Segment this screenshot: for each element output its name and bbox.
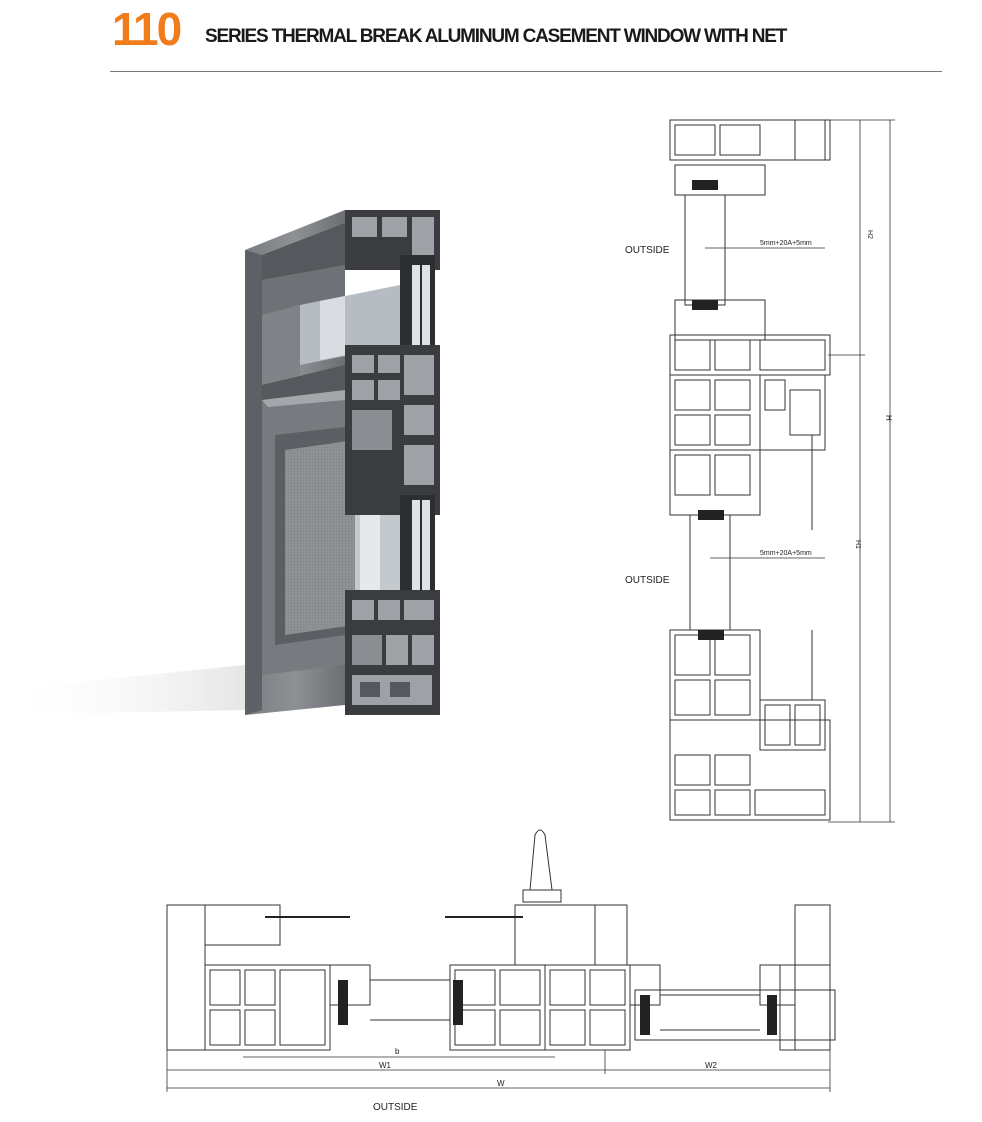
profile-cross-section (345, 210, 440, 715)
dim-w1-label: W1 (379, 1061, 392, 1070)
horizontal-section-drawing: b W1 W2 W OUTSIDE (166, 829, 836, 1113)
glass-spec-bottom: 5mm+20A+5mm (760, 550, 812, 557)
vertical-section-drawing: OUTSIDE OUTSIDE 5mm+20A+5mm 5mm+20A+5mm … (625, 119, 895, 823)
dim-b-label: b (395, 1047, 400, 1056)
handle (529, 829, 553, 891)
glass-spec-top: 5mm+20A+5mm (760, 240, 812, 247)
dim-w2-label: W2 (705, 1061, 718, 1070)
insect-net (285, 440, 355, 635)
page-title: SERIES THERMAL BREAK ALUMINUM CASEMENT W… (205, 26, 787, 47)
window-3d-render (0, 210, 440, 715)
header-divider (110, 71, 942, 72)
dim-w-label: W (497, 1079, 505, 1088)
series-number: 110 (112, 3, 182, 55)
page-header: 110 SERIES THERMAL BREAK ALUMINUM CASEME… (0, 0, 982, 80)
outside-label-top: OUTSIDE (625, 245, 670, 256)
dim-h-label: H (884, 415, 893, 421)
dim-h1-label: H1 (854, 540, 861, 549)
floor-shadow (0, 665, 245, 715)
outside-label-bottom: OUTSIDE (625, 575, 670, 586)
dim-h2-label: H2 (866, 230, 873, 239)
outside-label-horizontal: OUTSIDE (373, 1102, 418, 1113)
